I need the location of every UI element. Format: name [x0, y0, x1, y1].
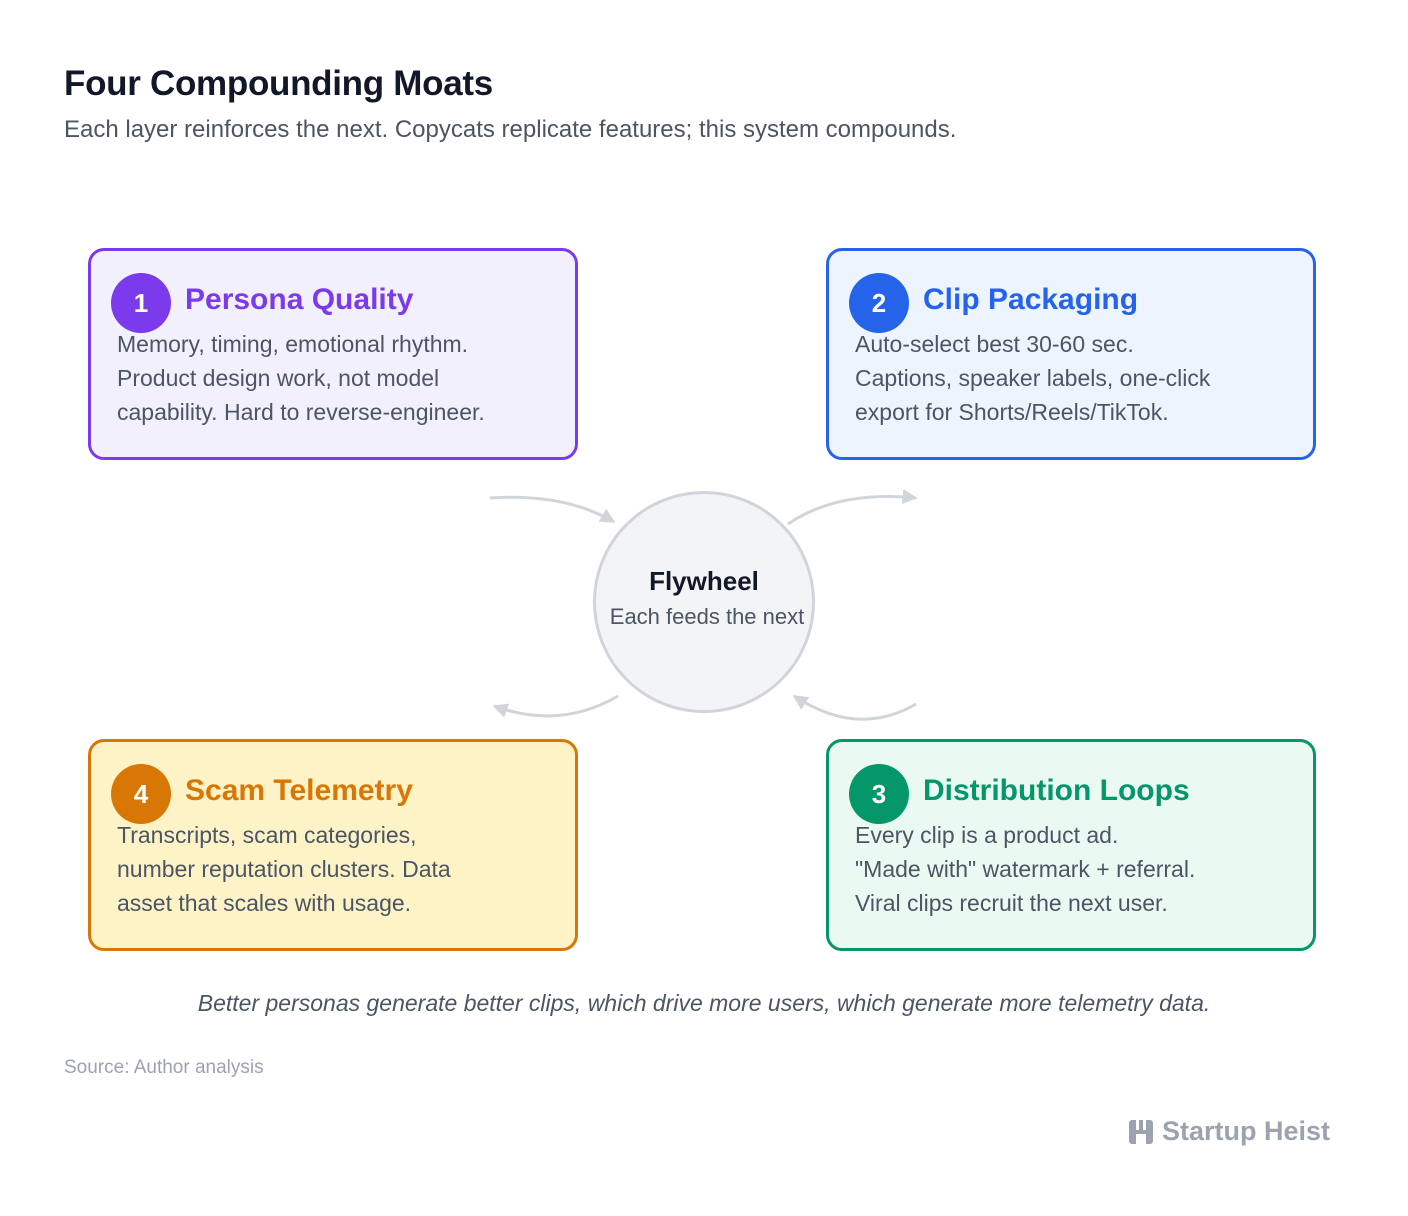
arrow-1-to-hub: [489, 495, 616, 524]
card-line: Every clip is a product ad.: [855, 822, 1119, 848]
card-line: "Made with" watermark + referral.: [855, 856, 1196, 882]
diagram-caption: Better personas generate better clips, w…: [197, 990, 1211, 1016]
moat-card-scam-telemetry: 4 Scam Telemetry Transcripts, scam categ…: [88, 739, 578, 951]
arrow-hub-to-4: [492, 694, 619, 718]
arrow-3-to-hub: [792, 694, 917, 721]
building-icon: [1129, 1119, 1153, 1144]
card-description: Memory, timing, emotional rhythm. Produc…: [117, 327, 567, 429]
card-line: Captions, speaker labels, one-click: [855, 365, 1211, 391]
step-badge-3: 3: [849, 764, 909, 824]
card-line: Product design work, not model: [117, 365, 440, 391]
step-badge-2: 2: [849, 273, 909, 333]
moat-card-distribution-loops: 3 Distribution Loops Every clip is a pro…: [826, 739, 1316, 951]
card-title: Scam Telemetry: [185, 774, 413, 807]
card-line: Memory, timing, emotional rhythm.: [117, 331, 469, 357]
arrow-hub-to-2: [787, 489, 918, 526]
step-badge-1: 1: [111, 273, 171, 333]
step-badge-4: 4: [111, 764, 171, 824]
card-description: Transcripts, scam categories, number rep…: [117, 818, 567, 920]
card-title: Persona Quality: [185, 283, 414, 316]
card-line: Auto-select best 30-60 sec.: [855, 331, 1134, 357]
card-line: Transcripts, scam categories,: [117, 822, 417, 848]
hub-title: Flywheel: [649, 566, 759, 596]
card-title: Distribution Loops: [923, 774, 1190, 807]
moat-card-clip-packaging: 2 Clip Packaging Auto-select best 30-60 …: [826, 248, 1316, 460]
moat-card-persona-quality: 1 Persona Quality Memory, timing, emotio…: [88, 248, 578, 460]
card-line: export for Shorts/Reels/TikTok.: [855, 399, 1169, 425]
card-line: capability. Hard to reverse-engineer.: [117, 399, 485, 425]
card-description: Every clip is a product ad. "Made with" …: [855, 818, 1305, 920]
hub-subtitle: Each feeds the next: [609, 604, 805, 629]
flywheel-hub: Flywheel Each feeds the next: [593, 491, 815, 713]
page-subtitle: Each layer reinforces the next. Copycats…: [64, 116, 957, 143]
brand-name: Startup Heist: [1162, 1116, 1331, 1146]
card-title: Clip Packaging: [923, 283, 1139, 316]
source-note: Source: Author analysis: [64, 1057, 264, 1078]
card-line: asset that scales with usage.: [117, 890, 412, 916]
card-line: Viral clips recruit the next user.: [855, 890, 1168, 916]
brand-logo: Startup Heist: [1128, 1116, 1330, 1147]
card-line: number reputation clusters. Data: [117, 856, 451, 882]
page-title: Four Compounding Moats: [64, 64, 493, 103]
card-description: Auto-select best 30-60 sec. Captions, sp…: [855, 327, 1305, 429]
